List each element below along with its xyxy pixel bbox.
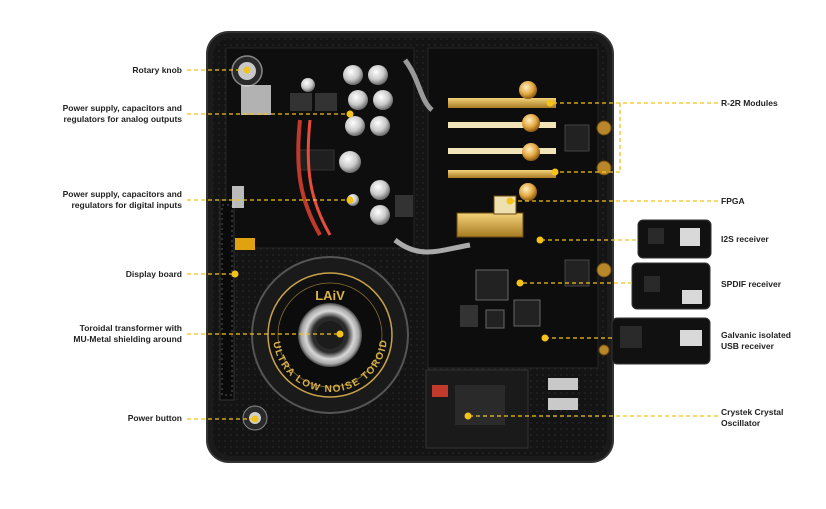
- label-display-board: Display board: [125, 269, 182, 279]
- label-psu-analog: Power supply, capacitors and regulators …: [62, 103, 182, 124]
- r2r-modules: [448, 81, 556, 201]
- label-r2r: R-2R Modules: [721, 98, 778, 108]
- label-power-button: Power button: [127, 413, 182, 423]
- label-fpga: FPGA: [721, 196, 745, 206]
- usb-inset: [611, 317, 711, 365]
- label-rotary-knob: Rotary knob: [132, 65, 182, 75]
- red-wires: [296, 119, 322, 236]
- callout-dots: [231, 66, 559, 423]
- analog-capacitors: [290, 65, 393, 136]
- toroid-brand: LAiV: [315, 288, 345, 303]
- label-usb: Galvanic isolated USB receiver: [721, 330, 791, 351]
- callout-lines: [187, 69, 718, 420]
- label-toroidal: Toroidal transformer with MU-Metal shiel…: [73, 323, 182, 344]
- rca-connectors: [596, 120, 612, 356]
- display-board-strip: [219, 199, 235, 401]
- label-i2s: I2S receiver: [721, 234, 769, 244]
- spdif-inset: [631, 262, 711, 310]
- label-crystal: Crystek Crystal Oscillator: [721, 407, 784, 428]
- i2s-inset: [637, 219, 712, 259]
- label-psu-digital: Power supply, capacitors and regulators …: [62, 189, 182, 210]
- label-spdif: SPDIF receiver: [721, 279, 782, 289]
- fpga-heatsink: [456, 212, 524, 238]
- fpga-chip: [475, 269, 509, 301]
